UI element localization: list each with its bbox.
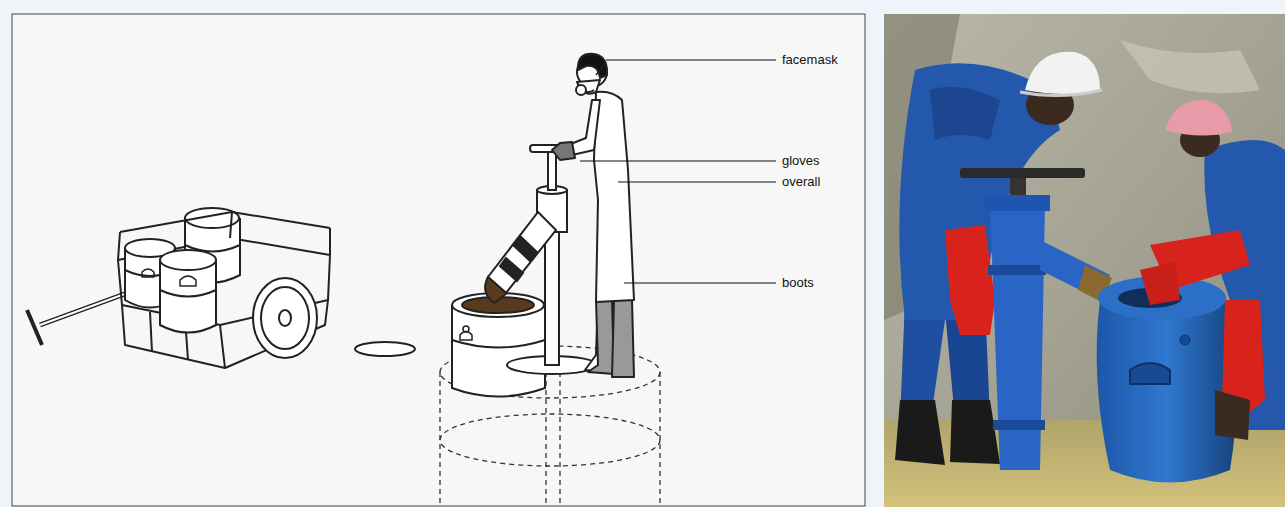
worker-figure — [552, 54, 634, 377]
leader-lines-part — [580, 160, 776, 161]
pump-part — [485, 277, 506, 303]
worker-figure-part — [588, 300, 614, 374]
leader-lines-part — [606, 59, 776, 60]
leader-lines — [580, 60, 776, 283]
cart-part — [118, 212, 330, 260]
barrel-part — [460, 332, 472, 341]
photo-part — [1165, 100, 1232, 136]
pump-part — [488, 212, 556, 293]
cart-part — [142, 269, 154, 277]
cart — [27, 208, 330, 368]
cart-part-part — [180, 276, 196, 286]
pit-outline-part — [440, 414, 660, 466]
part-label: overall — [780, 174, 822, 190]
cart-part — [27, 310, 42, 345]
photo-part — [1140, 262, 1180, 305]
barrel-lid — [355, 342, 415, 356]
pump-part — [500, 258, 523, 281]
pump-part — [513, 236, 537, 261]
photo-part — [990, 205, 1045, 470]
worker-figure-part — [594, 92, 634, 302]
cart-part — [160, 250, 216, 333]
worker-figure-part — [578, 54, 607, 78]
drawing-panel — [12, 14, 865, 506]
cart-part — [279, 310, 291, 326]
photo-part — [1025, 52, 1100, 94]
photo-part — [1020, 90, 1102, 96]
part-label: facemask — [780, 52, 840, 68]
barrel-part — [463, 326, 469, 332]
worker-figure-part — [612, 300, 634, 377]
worker-figure-part — [552, 142, 575, 160]
photo — [884, 14, 1285, 507]
part-label: boots — [780, 275, 816, 291]
barrel-lid-part — [355, 342, 415, 356]
cart-part — [40, 292, 130, 325]
cart-part-part — [160, 250, 216, 270]
cart-part-part — [160, 290, 216, 297]
pump — [485, 145, 597, 374]
photo-part — [884, 14, 1285, 507]
photo-part — [1120, 40, 1260, 93]
photo-part — [1130, 363, 1170, 384]
photo-part — [895, 400, 945, 465]
photo-part — [993, 420, 1045, 430]
cart-part — [261, 287, 309, 349]
pit-outline-part — [659, 372, 660, 507]
cart-part — [150, 312, 152, 352]
barrel-part — [452, 340, 545, 348]
photo-part — [930, 87, 1000, 140]
cart-part — [220, 325, 225, 368]
photo-part — [1204, 140, 1285, 430]
photo-part — [960, 168, 1085, 178]
photo-part — [945, 225, 995, 335]
barrel-part — [452, 305, 545, 397]
worker-figure-part — [576, 85, 586, 95]
pump-part — [548, 150, 556, 190]
photo-part — [1180, 335, 1190, 345]
photo-part — [988, 265, 1046, 275]
part-label: gloves — [780, 153, 822, 169]
worker-figure-part — [596, 62, 606, 75]
cart-part — [253, 278, 317, 358]
photo-part — [950, 400, 1000, 464]
leader-lines-part — [624, 282, 776, 283]
leader-lines-part — [618, 181, 776, 182]
pit-outline-part — [545, 372, 546, 507]
barrel — [452, 293, 545, 397]
drawing-panel-part — [12, 14, 865, 506]
photo-part — [1215, 390, 1250, 440]
pit-outline-part — [439, 372, 440, 507]
photo-part — [985, 195, 1050, 211]
pit-outline-part — [559, 372, 560, 507]
cart-part — [40, 292, 130, 325]
